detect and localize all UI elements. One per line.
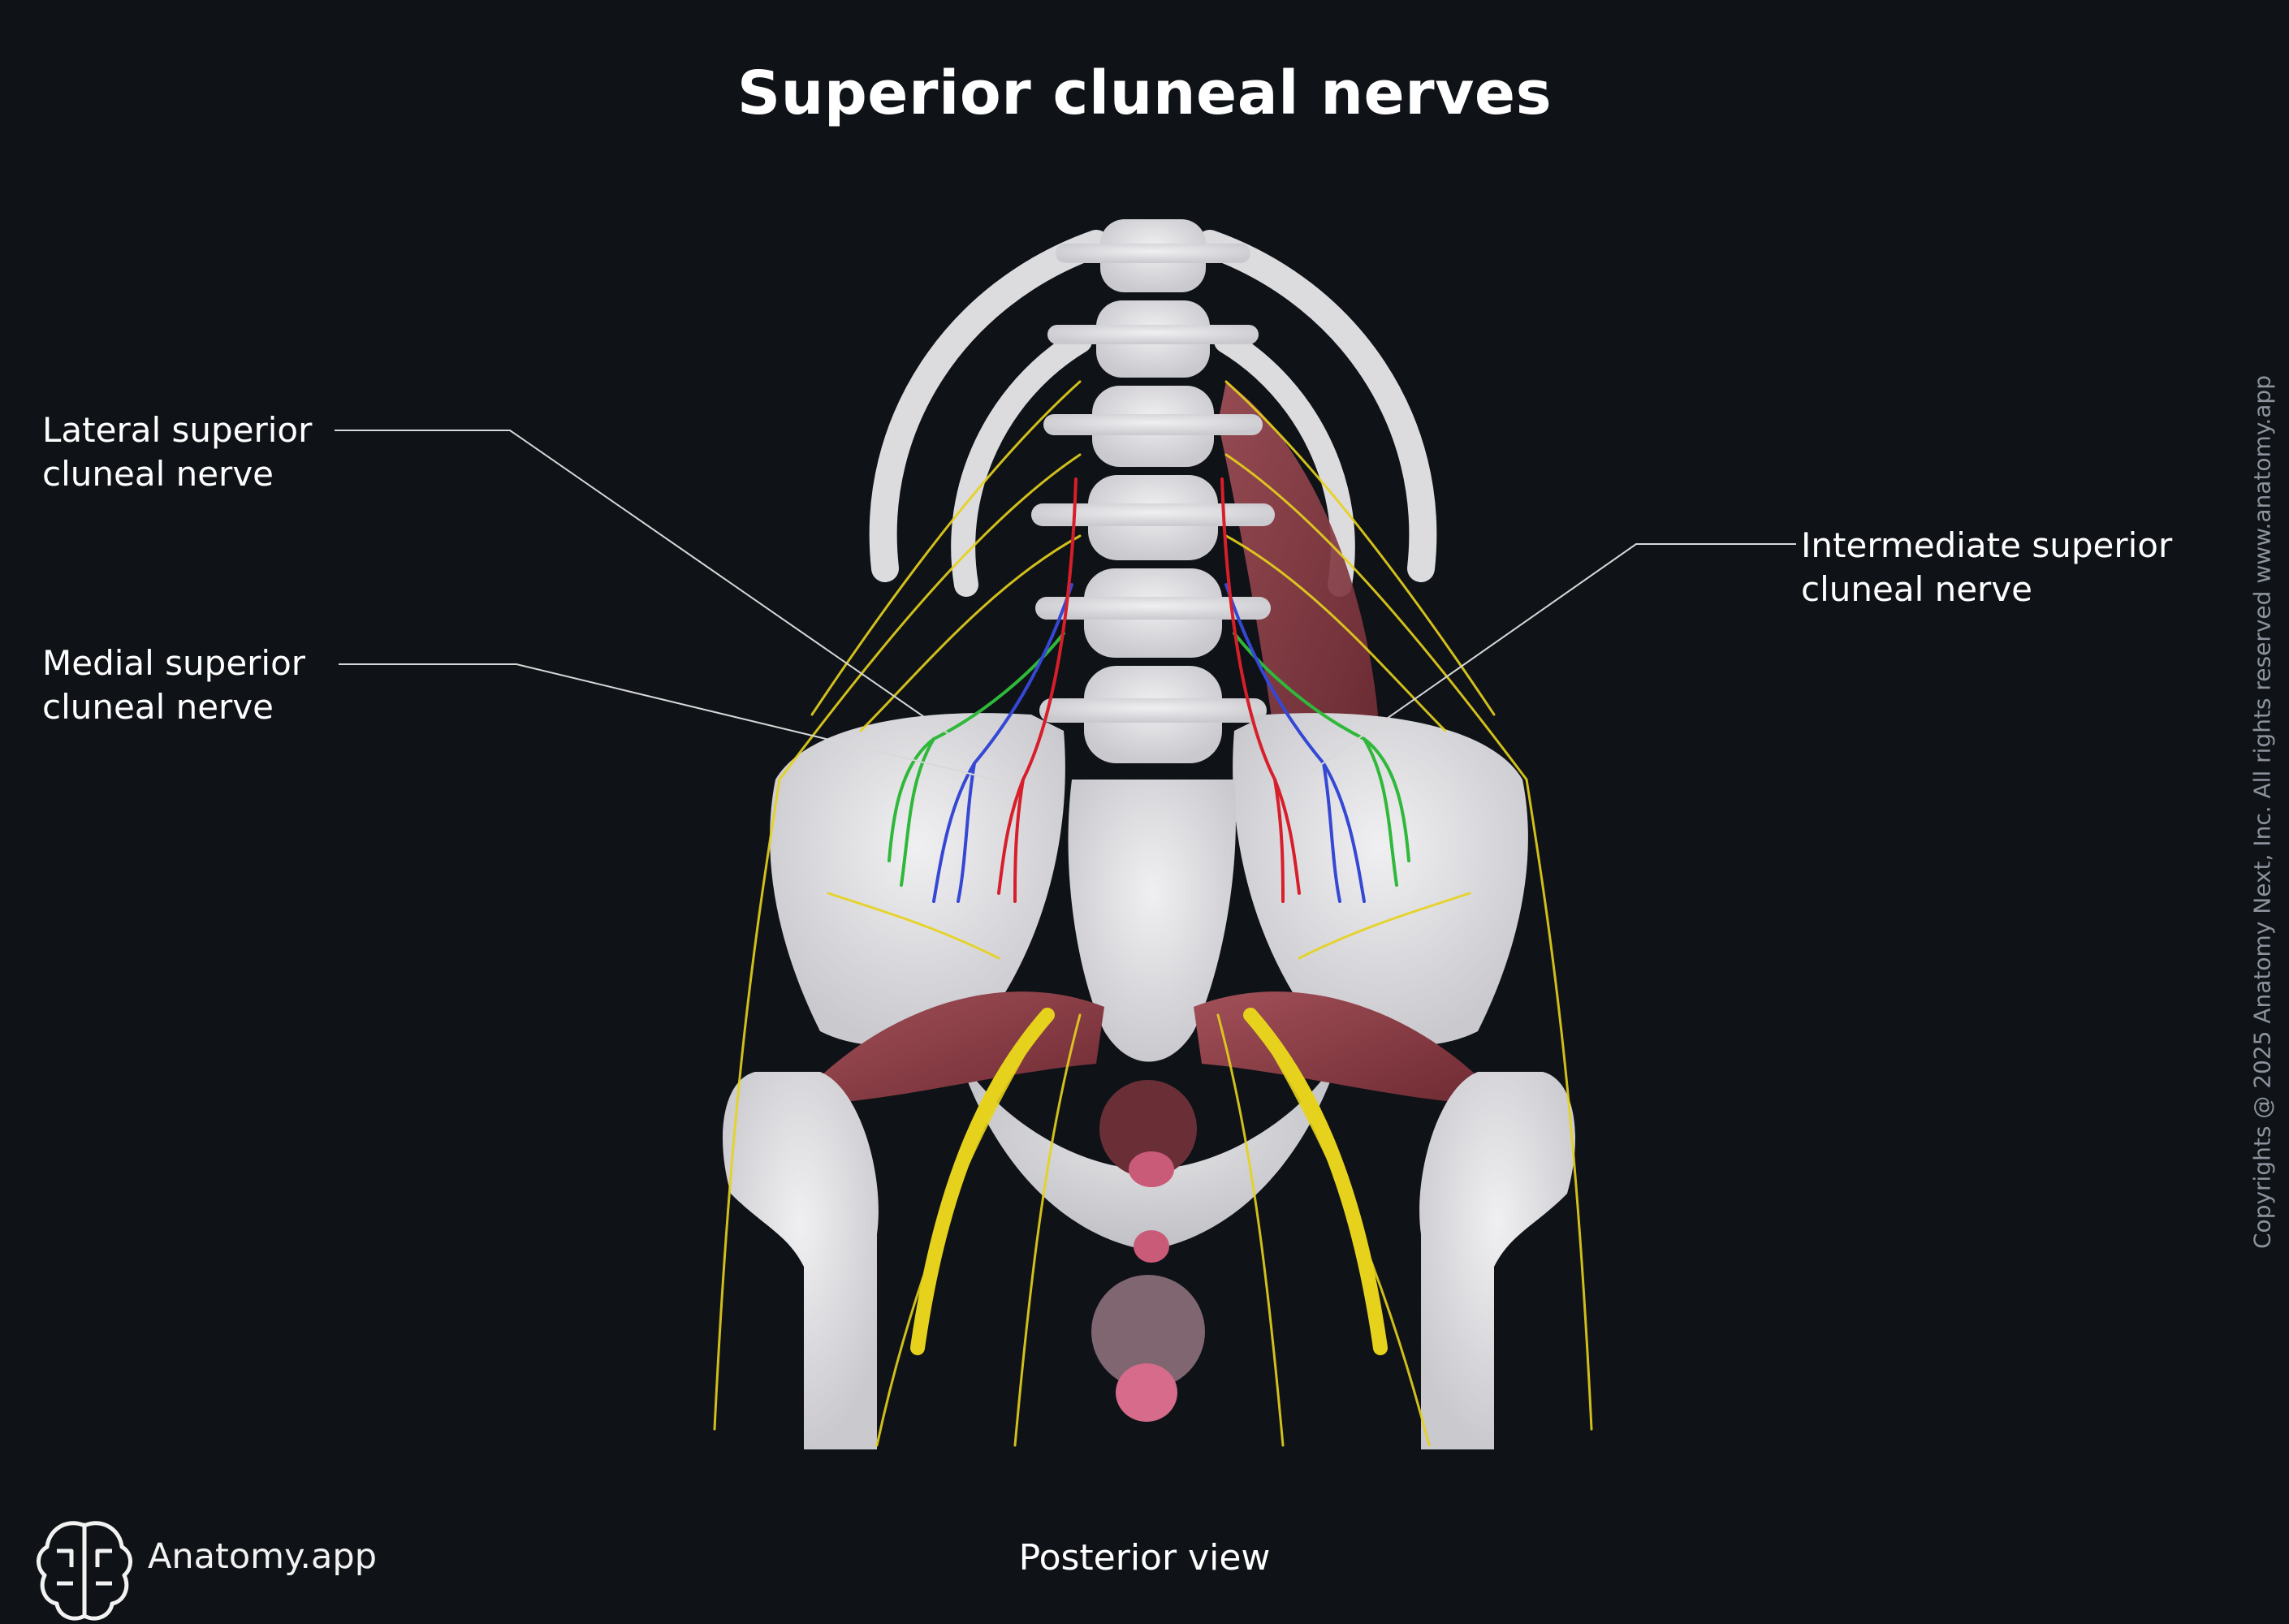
label-lateral-superior-cluneal-nerve: Lateral superior cluneal nerve xyxy=(42,408,312,496)
femur-right xyxy=(1419,1072,1575,1449)
label-lateral-line2: cluneal nerve xyxy=(42,454,274,494)
label-medial-line1: Medial superior xyxy=(42,643,306,683)
label-intermediate-line1: Intermediate superior xyxy=(1801,525,2173,565)
label-medial-superior-cluneal-nerve: Medial superior cluneal nerve xyxy=(42,641,305,729)
femur-left xyxy=(723,1072,879,1449)
leader-lines xyxy=(335,430,1796,784)
copyright-notice: Copyrights @ 2025 Anatomy Next, Inc. All… xyxy=(2248,375,2276,1249)
view-caption: Posterior view xyxy=(1018,1537,1271,1579)
brand-name[interactable]: Anatomy.app xyxy=(148,1536,377,1577)
label-intermediate-line2: cluneal nerve xyxy=(1801,569,2033,609)
lateral-superior-cluneal-nerve xyxy=(888,632,1410,887)
ilium-right xyxy=(1233,713,1528,1046)
brain-icon xyxy=(37,1521,132,1621)
rib-left-upper xyxy=(869,230,1110,582)
sacrum xyxy=(1068,780,1236,1062)
lumbar-spine xyxy=(1031,219,1275,763)
piriformis-muscles xyxy=(812,991,1486,1104)
ischium-pubis xyxy=(958,1056,1340,1250)
rib-left-lower xyxy=(951,329,1092,597)
perineum xyxy=(1091,1080,1205,1422)
quadratus-lumborum-muscle xyxy=(1218,382,1380,804)
label-medial-line2: cluneal nerve xyxy=(42,687,274,727)
rib-right-lower xyxy=(1214,329,1355,597)
page-title: Superior cluneal nerves xyxy=(736,58,1553,128)
nerves xyxy=(713,380,1593,1447)
leader-line-medial xyxy=(339,663,1012,784)
label-lateral-line1: Lateral superior xyxy=(42,410,313,450)
rib-right-upper xyxy=(1196,230,1437,582)
medial-superior-cluneal-nerve xyxy=(997,477,1301,903)
leader-line-lateral xyxy=(335,430,951,736)
sciatic-nerve-right xyxy=(1243,1008,1388,1355)
pelvis xyxy=(770,713,1528,1250)
ribs xyxy=(869,230,1437,597)
sciatic-nerve-left xyxy=(910,1008,1055,1355)
femurs xyxy=(723,1072,1575,1449)
leader-line-intermediate xyxy=(1311,543,1796,772)
label-intermediate-superior-cluneal-nerve: Intermediate superior cluneal nerve xyxy=(1801,524,2172,611)
ilium-left xyxy=(770,713,1065,1046)
